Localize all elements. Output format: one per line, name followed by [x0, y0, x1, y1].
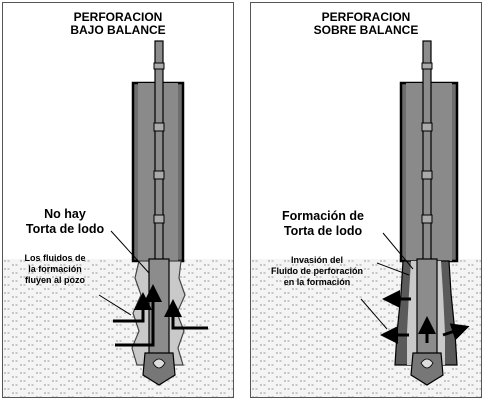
overbalance-panel: PERFORACION SOBRE BALANCE Formación de T…: [250, 2, 482, 398]
underbalance-diagram: [3, 40, 233, 397]
underbalance-title: PERFORACION BAJO BALANCE: [70, 10, 166, 37]
no-filter-cake-label: No hay Torta de lodo: [25, 207, 105, 236]
overbalance-diagram: [251, 40, 481, 397]
drill-bit: [142, 352, 176, 386]
invasion-label: Invasión del Fluido de perforación en la…: [270, 255, 363, 287]
filter-cake-label: Formación de Torta de lodo: [282, 209, 364, 238]
inflow-arrows: [113, 284, 208, 347]
underbalance-panel: PERFORACION BAJO BALANCE No hay Torta de…: [2, 2, 234, 398]
drill-bit: [410, 352, 444, 386]
fluid-inflow-label: Los fluidos de la formación fluyen al po…: [24, 253, 86, 285]
invasion-arrows: [380, 290, 470, 344]
overbalance-title: PERFORACION SOBRE BALANCE: [313, 10, 419, 37]
